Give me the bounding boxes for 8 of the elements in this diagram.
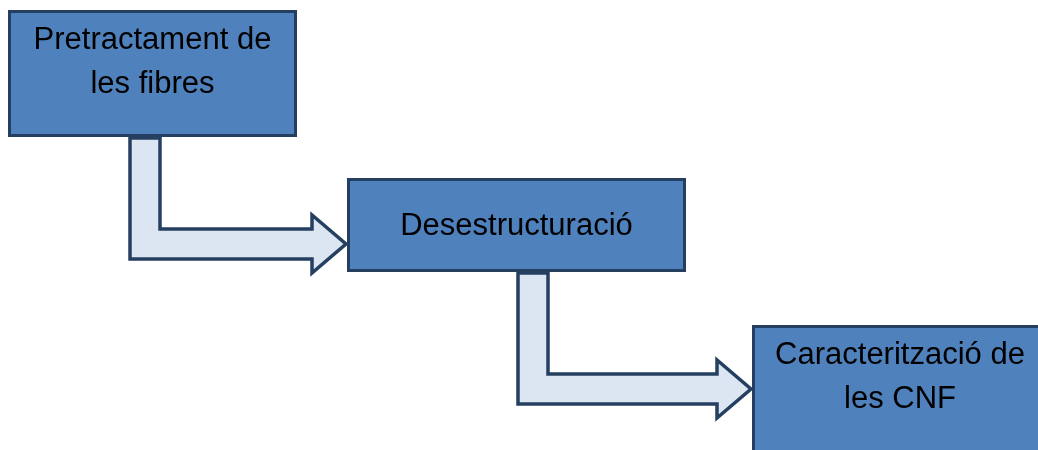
process-box	[752, 325, 1038, 450]
box-label: Pretractament de les fibres	[32, 20, 273, 102]
bent-arrow	[128, 136, 349, 277]
box-label: Desestructuració	[400, 206, 633, 244]
process-box	[347, 178, 686, 272]
process-box	[8, 10, 297, 137]
bent-arrow	[516, 271, 754, 422]
box-label: Caracterització de les CNF	[774, 335, 1026, 417]
